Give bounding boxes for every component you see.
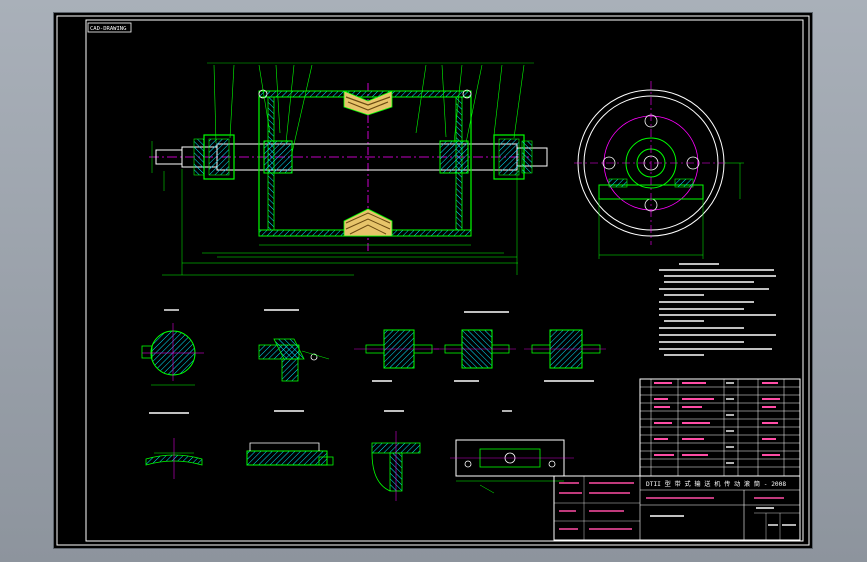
- corner-tag: CAD-DRAWING: [90, 26, 126, 32]
- detail-lagging-variants: [354, 311, 606, 382]
- detail-weld: [258, 309, 330, 382]
- title-block: DTII 型 带 式 输 送 机 传 动 滚 筒 - 2008: [553, 475, 801, 541]
- detail-hub-weld: [371, 410, 421, 501]
- drawing-sheet: CAD-DRAWING: [54, 13, 812, 548]
- main-section-view: [149, 62, 548, 276]
- detail-shaft-section: [141, 309, 204, 386]
- detail-bearing-seat: [450, 410, 574, 494]
- cad-drawing-canvas: CAD-DRAWING: [56, 15, 810, 546]
- parts-list: [639, 378, 801, 477]
- inner-frame: [85, 19, 804, 542]
- detail-lagging-strip: [246, 410, 334, 466]
- corner-tag-box: [87, 22, 132, 33]
- detail-groove: [145, 412, 203, 479]
- title-block-name: DTII 型 带 式 输 送 机 传 动 滚 筒 - 2008: [646, 480, 786, 488]
- technical-notes: [659, 263, 776, 356]
- end-view: [574, 81, 744, 259]
- outer-border: [56, 15, 810, 546]
